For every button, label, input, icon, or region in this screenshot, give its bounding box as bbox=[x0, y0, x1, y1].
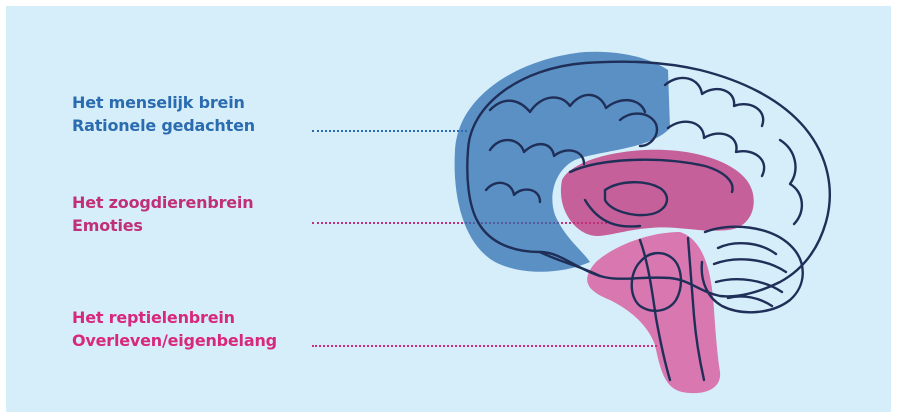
cerebellum-outline bbox=[702, 227, 803, 313]
gyri-outline-4 bbox=[665, 78, 763, 126]
cerebellum-folia-4 bbox=[728, 296, 772, 306]
reptile-brain-region bbox=[587, 232, 720, 393]
mammal-brain-region bbox=[561, 150, 754, 236]
cerebellum-folia-2 bbox=[714, 259, 786, 272]
cerebellum-folia-1 bbox=[718, 243, 776, 254]
gyri-outline-6 bbox=[780, 140, 802, 224]
cerebellum-folia-3 bbox=[716, 279, 782, 292]
